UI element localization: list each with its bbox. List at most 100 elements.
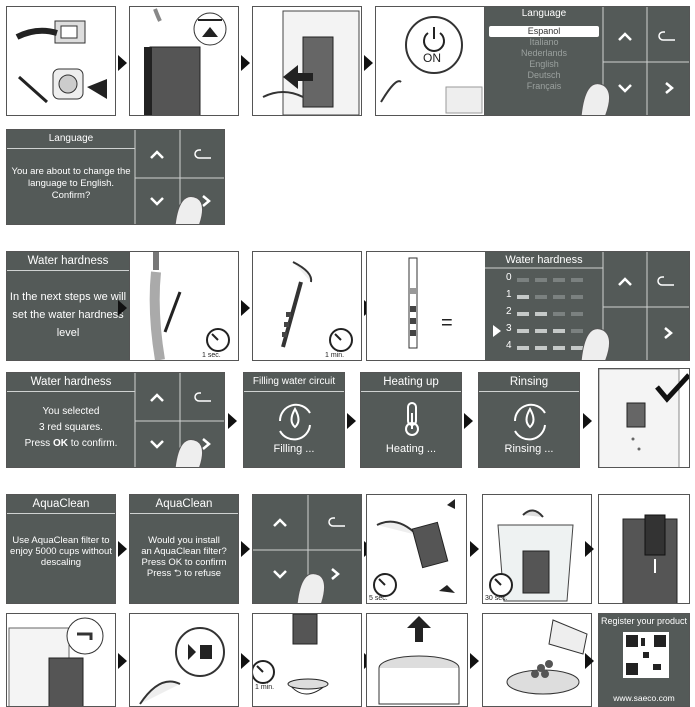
panel-wh-confirm: Water hardness You selected 3 red square… [6,372,225,468]
pour-beans-illustration [483,614,592,707]
aquaclean-ask-line2: an AquaClean filter? [132,546,236,557]
panel-strip-compare: = Water hardness 0 1 2 3 4 [366,251,690,361]
up-arrow-icon [619,34,631,40]
ok-arrow-icon [332,569,338,579]
down-arrow-icon [151,198,163,204]
nav-buttons [7,130,225,225]
up-arrow-icon [151,152,163,158]
step-arrow [241,300,250,316]
step-arrow [470,653,479,669]
step-arrow [118,300,127,316]
step-arrow [585,653,594,669]
wh-level: 0 [506,272,512,283]
panel-test-strip-wait: 1 min. [252,251,362,361]
down-arrow-icon [619,85,631,91]
timer-label: 1 min. [325,352,344,359]
strip-hand-illustration [253,252,362,361]
wh-intro-title: Water hardness [7,252,129,271]
panel-fill-tank-filter [6,613,116,707]
tank-filter-illustration [599,495,690,604]
back-icon [659,32,675,40]
aquaclean-ask-title: AquaClean [130,495,238,514]
step-arrow [464,413,473,429]
step-arrow [470,541,479,557]
wh-intro-message: In the next steps we will set the water … [9,288,127,342]
step-arrow [118,653,127,669]
step-arrow [241,541,250,557]
panel-shake-filter: 5 sec. [366,494,467,604]
wh-select-title: Water hardness [485,254,603,266]
panel-power-on: ON [375,6,485,116]
panel-aquaclean-ask: AquaClean Would you install an AquaClean… [129,494,239,604]
step-arrow [364,55,373,71]
panel-rinsing: Rinsing Rinsing ... [478,372,580,468]
nav-buttons [253,495,362,604]
finger-icon [581,84,610,116]
finger-icon [175,440,203,468]
panel-rinse-done [598,368,690,468]
panel-heating: Heating up Heating ... [360,372,462,468]
panel-plug-in [6,6,116,116]
down-arrow-icon [151,441,163,447]
wh-level: 4 [506,340,512,351]
finger-icon [175,197,203,225]
wh-level-selected: 3 [506,323,512,334]
panel-register: Register your product www.saeco.com [598,613,690,707]
tap-tank-illustration [7,614,116,707]
step-arrow [118,541,127,557]
back-icon [195,150,211,158]
panel-aquaclean-info: AquaClean Use AquaClean filter to enjoy … [6,494,116,604]
stop-icon [200,645,212,659]
back-icon [329,518,345,526]
cup-dispenser-illustration [253,614,362,707]
step-arrow [585,541,594,557]
nav-buttons [485,7,690,116]
panel-language-confirm: Language You are about to change the lan… [6,129,225,225]
timer-label: 1 sec. [202,352,221,359]
wh-level: 2 [506,306,512,317]
nav-buttons [7,373,225,468]
filter-jug-illustration [483,495,592,604]
ok-arrow-icon [203,439,209,449]
panel-test-strip-water: 1 sec. [129,251,239,361]
up-arrow-icon [151,395,163,401]
step-arrow [241,653,250,669]
wh-level: 1 [506,289,512,300]
panel-language-select: Language Espanol Italiano Nederlands Eng… [484,6,690,116]
aquaclean-ask-line3: Press OK to confirm [132,557,236,568]
step-arrow [118,55,127,71]
down-arrow-icon [274,571,286,577]
register-url[interactable]: www.saeco.com [599,693,689,703]
panel-cup-brew: 1 min. [252,613,362,707]
strip-in-water-illustration [130,252,239,361]
water-tank-illustration [130,7,239,116]
power-on-label: ON [423,51,441,65]
up-arrow-icon [274,520,286,526]
panel-soak-filter: 30 sec. [482,494,592,604]
bean-lid-illustration [367,614,468,707]
equals-sign: = [441,312,453,335]
step-arrow [347,413,356,429]
step-arrow [228,413,237,429]
machine-tank-illustration [253,7,362,116]
timer-label: 30 sec. [485,595,508,602]
aquaclean-ask-line4: Press ⮌ to refuse [132,568,236,579]
panel-add-beans [482,613,592,707]
dispenser-check-illustration [599,369,690,468]
step-arrow [241,55,250,71]
timer-label: 1 min. [255,684,274,691]
step-arrow [583,413,592,429]
panel-wh-intro: Water hardness In the next steps we will… [6,251,130,361]
panel-press-start [129,613,239,707]
filter-shake-illustration [367,495,467,604]
strip-legend [367,252,690,361]
timer-icon [253,661,274,683]
timer-label: 5 sec. [369,595,388,602]
panel-filling: Filling water circuit Filling ... [243,372,345,468]
panel-nav-press [252,494,362,604]
aquaclean-info-message: Use AquaClean filter to enjoy 5000 cups … [9,535,113,568]
panel-insert-tank [252,6,362,116]
heating-status: Heating ... [361,443,461,455]
start-button-illustration [130,614,239,707]
plug-illustration [7,7,116,116]
